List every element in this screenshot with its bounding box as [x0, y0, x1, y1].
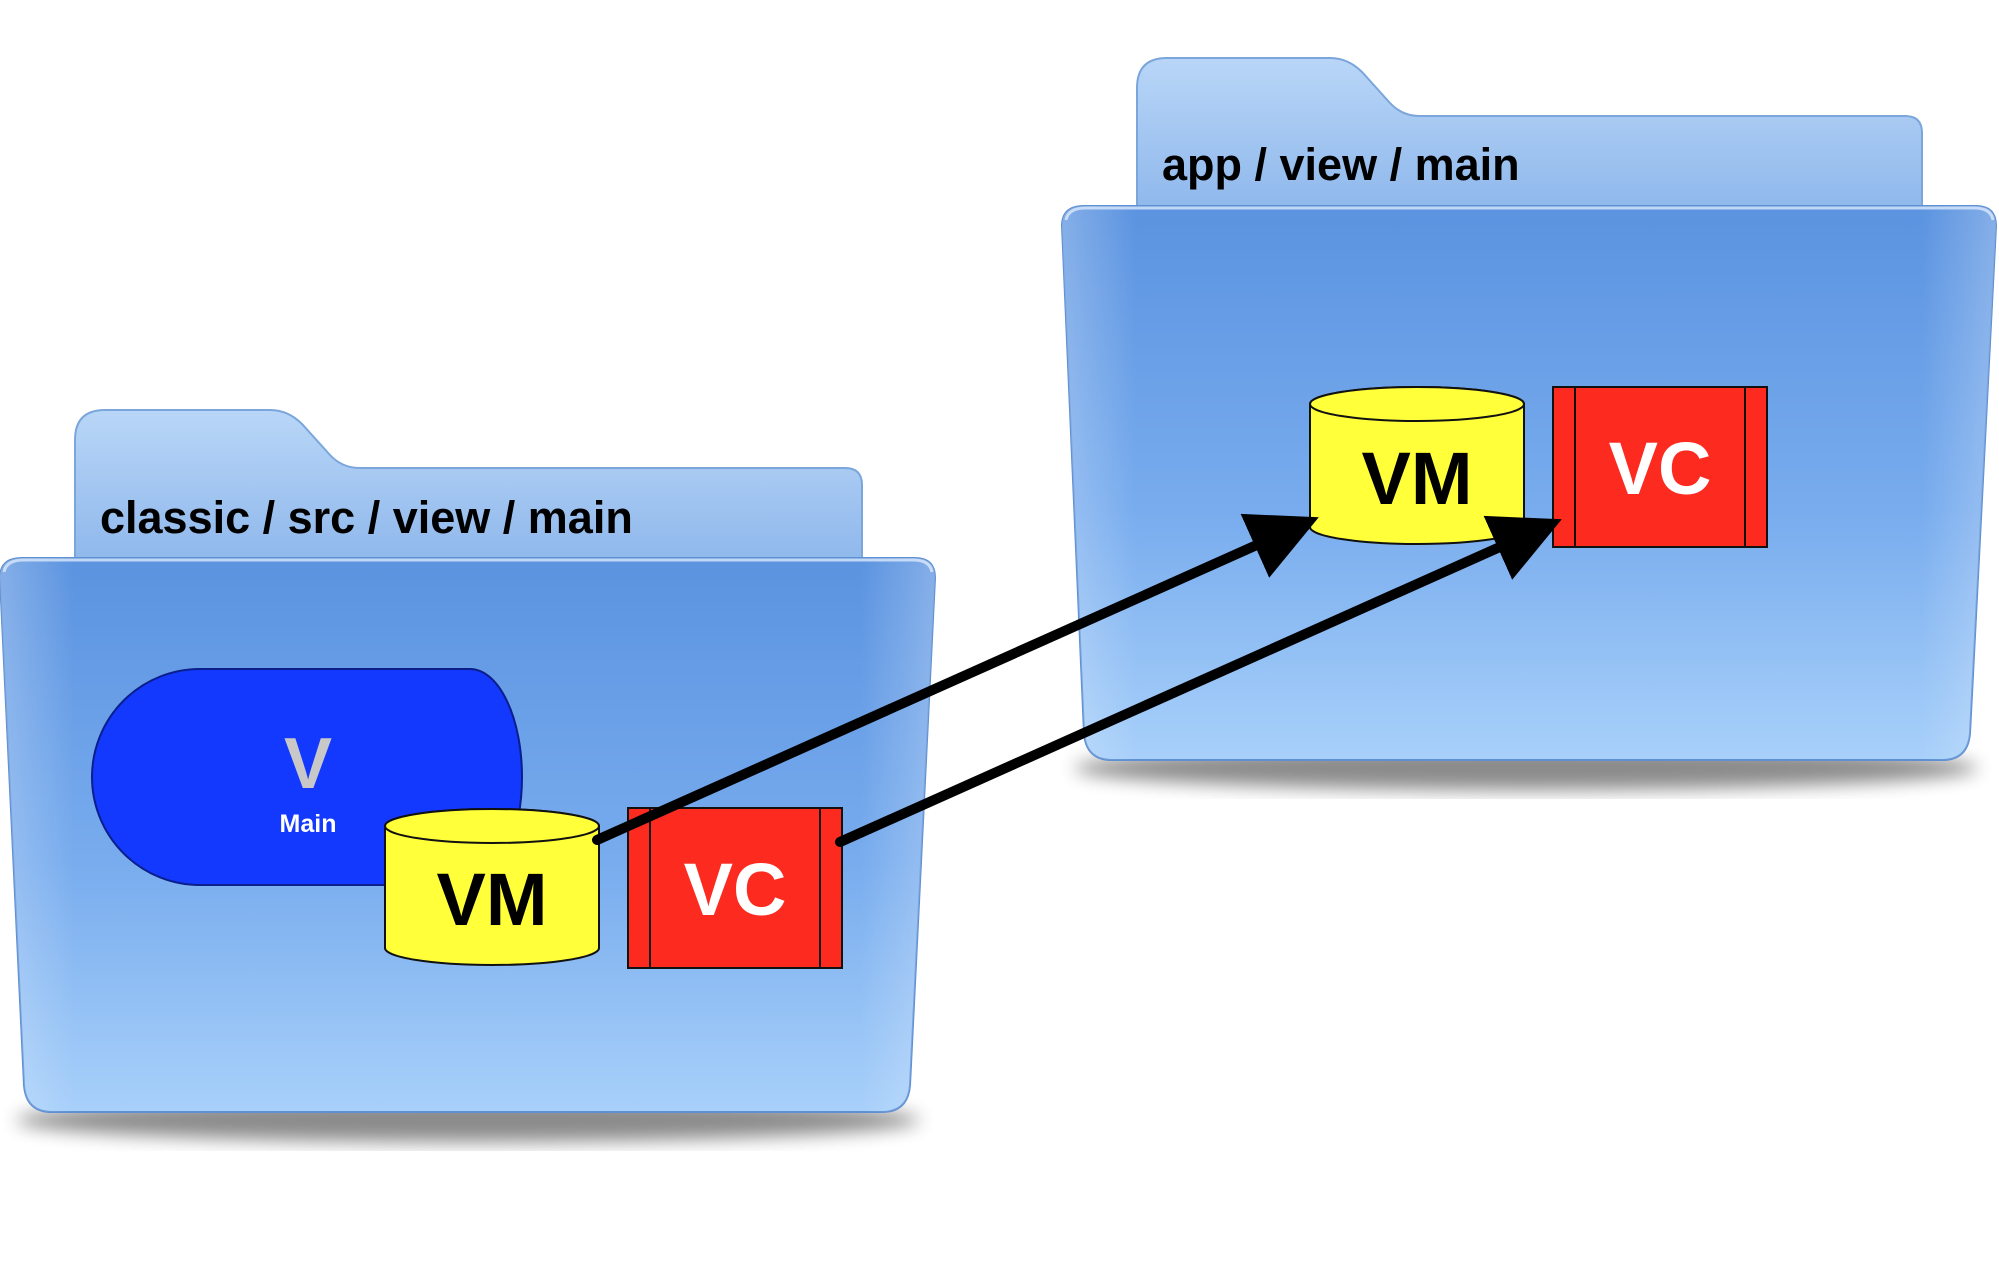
classic-viewmodel-label: VM: [437, 858, 548, 941]
classic-viewcontroller-box: [627, 807, 843, 969]
classic-folder-top-edge: [2, 558, 934, 573]
app-viewcontroller-node: VC: [1552, 386, 1768, 548]
app-folder: app / view / main: [1060, 57, 1998, 790]
classic-viewmodel-top: [384, 808, 600, 844]
app-viewmodel-node: VM: [1309, 386, 1525, 545]
app-viewmodel-top: [1309, 386, 1525, 422]
classic-folder-label: classic / src / view / main: [100, 492, 633, 543]
app-viewcontroller-box: [1552, 386, 1768, 548]
app-folder-shine: [1062, 206, 1996, 760]
classic-folder-tab: [74, 409, 863, 561]
arrow-icon-vm: [592, 513, 1319, 845]
classic-viewcontroller-node: VC: [627, 807, 843, 969]
classic-view-sublabel: Main: [280, 810, 337, 838]
arrow-icon-vc: [835, 515, 1562, 847]
app-folder-top-edge: [1064, 206, 1995, 221]
classic-viewmodel-node: VM: [384, 808, 600, 966]
app-viewmodel-label: VM: [1362, 437, 1473, 520]
classic-view-label: V: [284, 724, 332, 804]
app-folder-label: app / view / main: [1162, 139, 1520, 190]
app-viewcontroller-label: VC: [1609, 427, 1712, 510]
classic-viewcontroller-label: VC: [684, 848, 787, 931]
app-folder-tab: [1136, 57, 1923, 209]
